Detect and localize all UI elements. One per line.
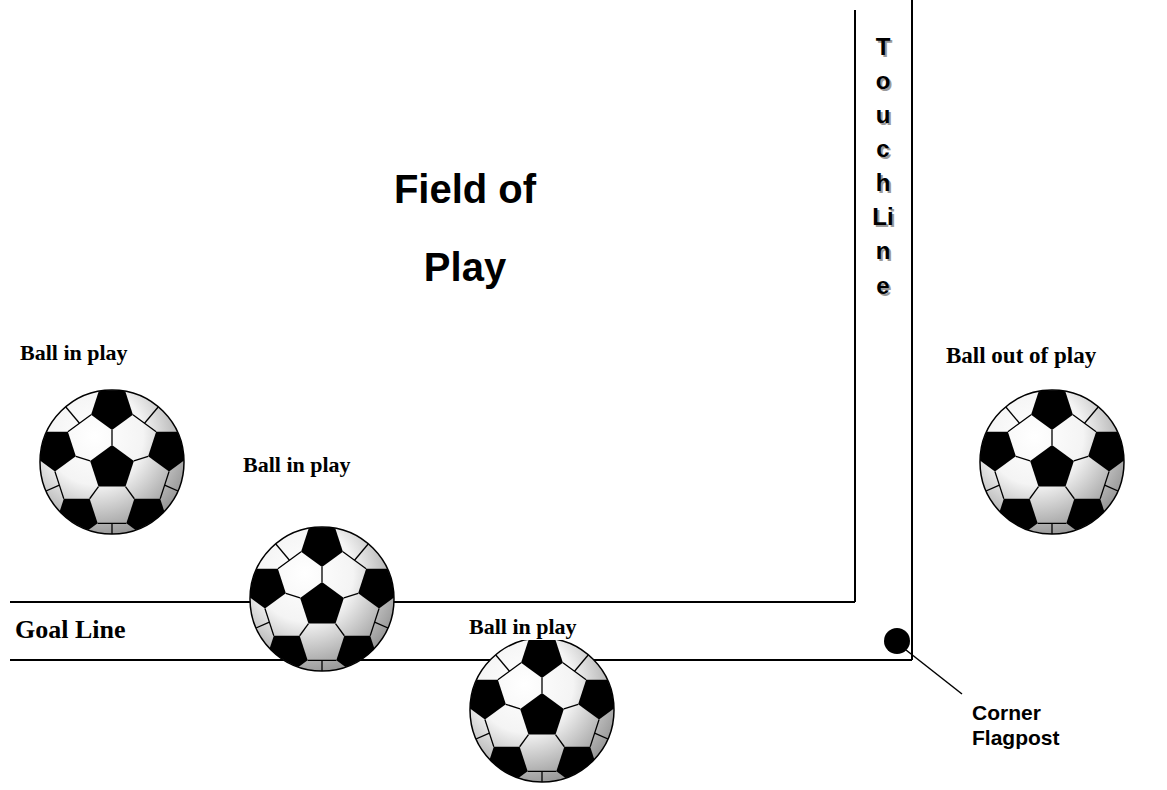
goal-line-label: Goal Line bbox=[15, 614, 126, 645]
field-title: Field of Play bbox=[375, 150, 555, 306]
touch-line-label: Touch Line bbox=[871, 30, 895, 303]
ball-label: Ball in play bbox=[466, 614, 580, 640]
corner-flagpost-label: Corner Flagpost bbox=[972, 700, 1082, 750]
soccer-ball bbox=[464, 638, 620, 790]
ball-label: Ball in play bbox=[243, 452, 351, 478]
touch-line-inner bbox=[854, 10, 856, 602]
goal-line-inner bbox=[10, 601, 855, 603]
leader-line bbox=[906, 650, 962, 694]
ball-label: Ball out of play bbox=[946, 342, 1096, 370]
ball-label: Ball in play bbox=[20, 340, 128, 366]
soccer-ball bbox=[974, 390, 1130, 542]
soccer-ball bbox=[244, 527, 400, 679]
touch-line-outer bbox=[911, 0, 913, 660]
goal-line-outer bbox=[10, 659, 912, 661]
soccer-ball bbox=[34, 390, 190, 542]
